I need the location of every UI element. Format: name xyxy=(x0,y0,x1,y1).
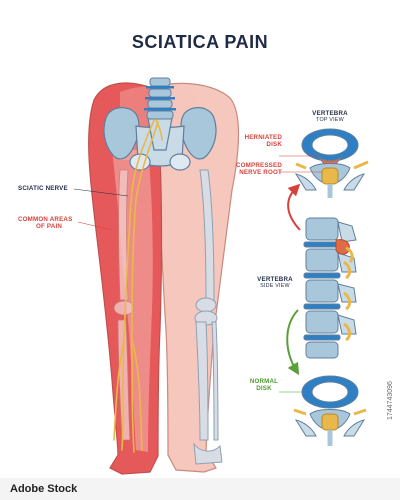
red-arrow xyxy=(287,183,301,231)
sciatic-nerve xyxy=(113,119,163,453)
sciatic-nerve-label: SCIATIC NERVE xyxy=(18,185,68,192)
compressed-nerve-root-label: COMPRESSED NERVE ROOT xyxy=(235,162,282,177)
sciatic-nerve-pointer xyxy=(73,188,129,197)
vertebra-bottom-normal xyxy=(293,375,367,446)
pain-areas-label: COMMON AREAS OF PAIN xyxy=(18,216,73,231)
stock-id: 1744743096 xyxy=(387,381,394,420)
herniated-disk-label: HERNIATED DISK xyxy=(244,134,282,149)
pelvis xyxy=(103,107,217,171)
pain-pointer xyxy=(77,221,113,231)
lumbar-spine xyxy=(144,77,176,120)
vertebra-top-herniated xyxy=(294,128,369,198)
leg-bones-right xyxy=(193,169,223,465)
leg-bones-left xyxy=(113,169,135,441)
diagram-title: SCIATICA PAIN xyxy=(131,32,269,52)
brand-logo: Adobe Stock xyxy=(10,483,78,495)
normal-disk-label: NORMAL DISK xyxy=(249,378,279,393)
green-arrow xyxy=(286,309,300,376)
vertebra-side-title: VERTEBRA SIDE VIEW xyxy=(257,276,293,290)
vertebra-top-title: VERTEBRA TOP VIEW xyxy=(312,110,348,124)
stock-footer: Adobe Stock xyxy=(0,478,400,500)
healthy-leg xyxy=(151,82,240,473)
vertebra-side-view xyxy=(303,217,357,359)
